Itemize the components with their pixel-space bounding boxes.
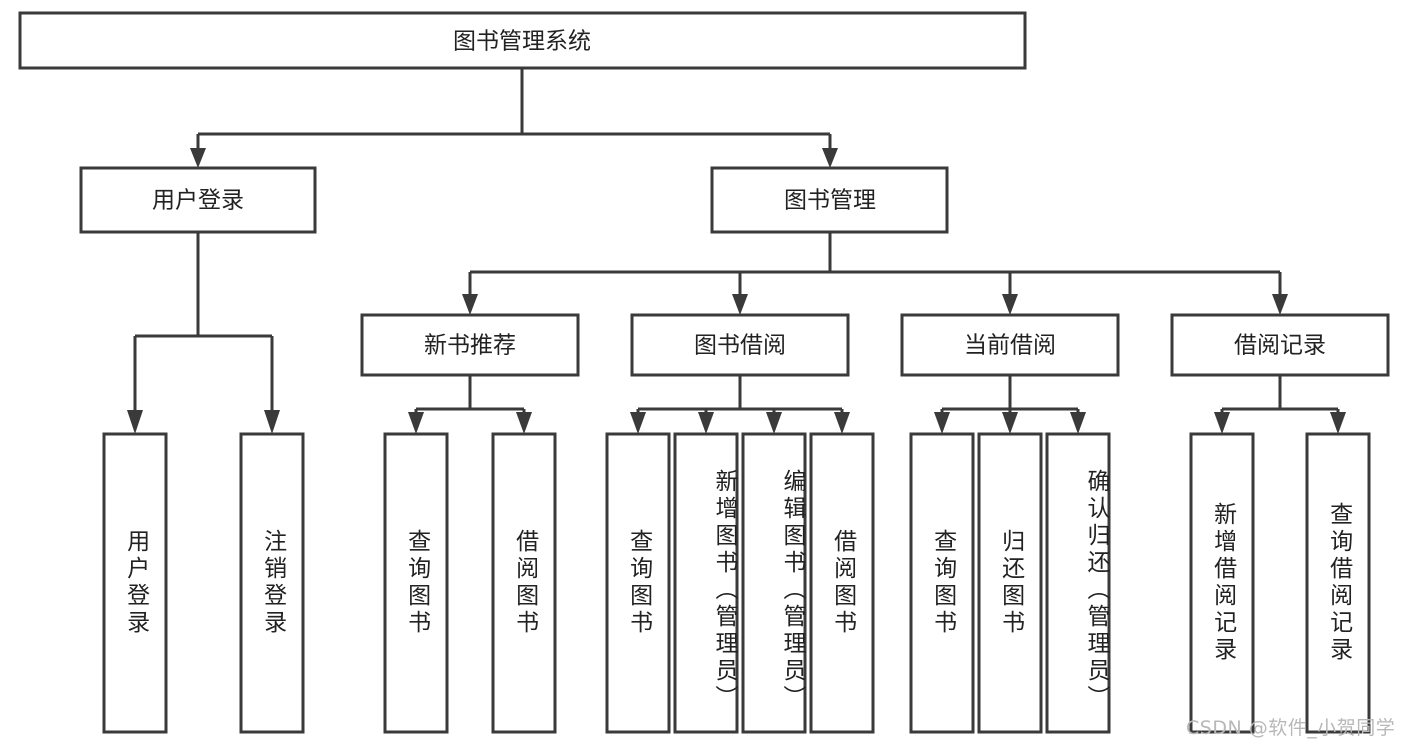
node-user-login-label: 用户登录 [152,188,244,214]
leaf-box-nb-borrow-book[interactable] [491,432,557,734]
watermark-text: CSDN @软件_小贺同学 [1186,717,1396,739]
node-new-book-recommend[interactable]: 新书推荐 [360,313,580,377]
leaf-box-nb-query-book[interactable] [383,432,449,734]
node-new-book-recommend-box[interactable] [360,313,580,377]
leaf-box-br-add-record[interactable] [1189,432,1255,734]
node-book-manage-label: 图书管理 [784,188,876,214]
connector-current-borrow-to-leaves [934,375,1086,434]
leaf-box-bb-add-book[interactable] [673,432,739,734]
node-borrow-record-label: 借阅记录 [1234,333,1326,359]
connector-new-book-to-leaves [408,375,532,434]
arrowhead-cb-leaf2 [1002,412,1018,434]
arrowhead-cb-leaf1 [934,412,950,434]
node-book-borrow-box[interactable] [630,313,850,377]
leaf-box-cb-confirm-return[interactable] [1045,432,1111,734]
connector-borrow-record-to-leaves [1214,375,1346,434]
arrowhead-bb-leaf1 [630,412,646,434]
arrowhead-br-leaf2 [1330,412,1346,434]
arrowhead-book-borrow [732,294,748,315]
node-borrow-record-box[interactable] [1170,313,1390,377]
node-root-box[interactable] [18,11,1027,70]
leaf-box-cb-query-book[interactable] [909,432,975,734]
arrowhead-bb-leaf3 [766,412,782,434]
arrowhead-current-borrow [1002,294,1018,315]
arrowhead-cb-leaf3 [1070,412,1086,434]
arrowhead-bb-leaf4 [834,412,850,434]
connector-user-login-to-leaves [127,232,280,434]
arrowhead-leaf-user-login [127,410,143,434]
leaf-box-bb-borrow-book[interactable] [809,432,875,734]
leaf-box-cb-return-book[interactable] [977,432,1043,734]
arrowhead-user-login [190,148,206,168]
node-root[interactable]: 图书管理系统 [18,11,1027,70]
arrowhead-new-book [462,294,478,315]
node-current-borrow-box[interactable] [900,313,1120,377]
node-current-borrow-label: 当前借阅 [964,333,1056,359]
leaf-box-logout[interactable] [239,432,305,734]
leaf-box-bb-edit-book[interactable] [741,432,807,734]
arrowhead-leaf-logout [264,410,280,434]
node-book-borrow[interactable]: 图书借阅 [630,313,850,377]
node-root-label: 图书管理系统 [453,29,591,55]
leaf-box-user-login[interactable] [102,432,168,734]
arrowhead-book-manage [822,148,838,168]
node-new-book-recommend-label: 新书推荐 [424,333,516,359]
connector-book-borrow-to-leaves [630,375,850,434]
node-book-borrow-label: 图书借阅 [694,333,786,359]
leaf-box-br-query-record[interactable] [1305,432,1371,734]
node-book-manage-box[interactable] [710,166,949,234]
arrowhead-br-leaf1 [1214,412,1230,434]
node-borrow-record[interactable]: 借阅记录 [1170,313,1390,377]
node-current-borrow[interactable]: 当前借阅 [900,313,1120,377]
arrowhead-borrow-record [1272,294,1288,315]
arrowhead-bb-leaf2 [698,412,714,434]
node-book-manage[interactable]: 图书管理 [710,166,949,234]
arrowhead-nb-leaf2 [516,412,532,434]
node-user-login[interactable]: 用户登录 [79,166,317,234]
arrowhead-nb-leaf1 [408,412,424,434]
node-user-login-box[interactable] [79,166,317,234]
connector-book-manage-to-level3 [462,232,1288,315]
leaf-box-bb-query-book[interactable] [605,432,671,734]
connector-root-to-level2 [190,68,838,168]
